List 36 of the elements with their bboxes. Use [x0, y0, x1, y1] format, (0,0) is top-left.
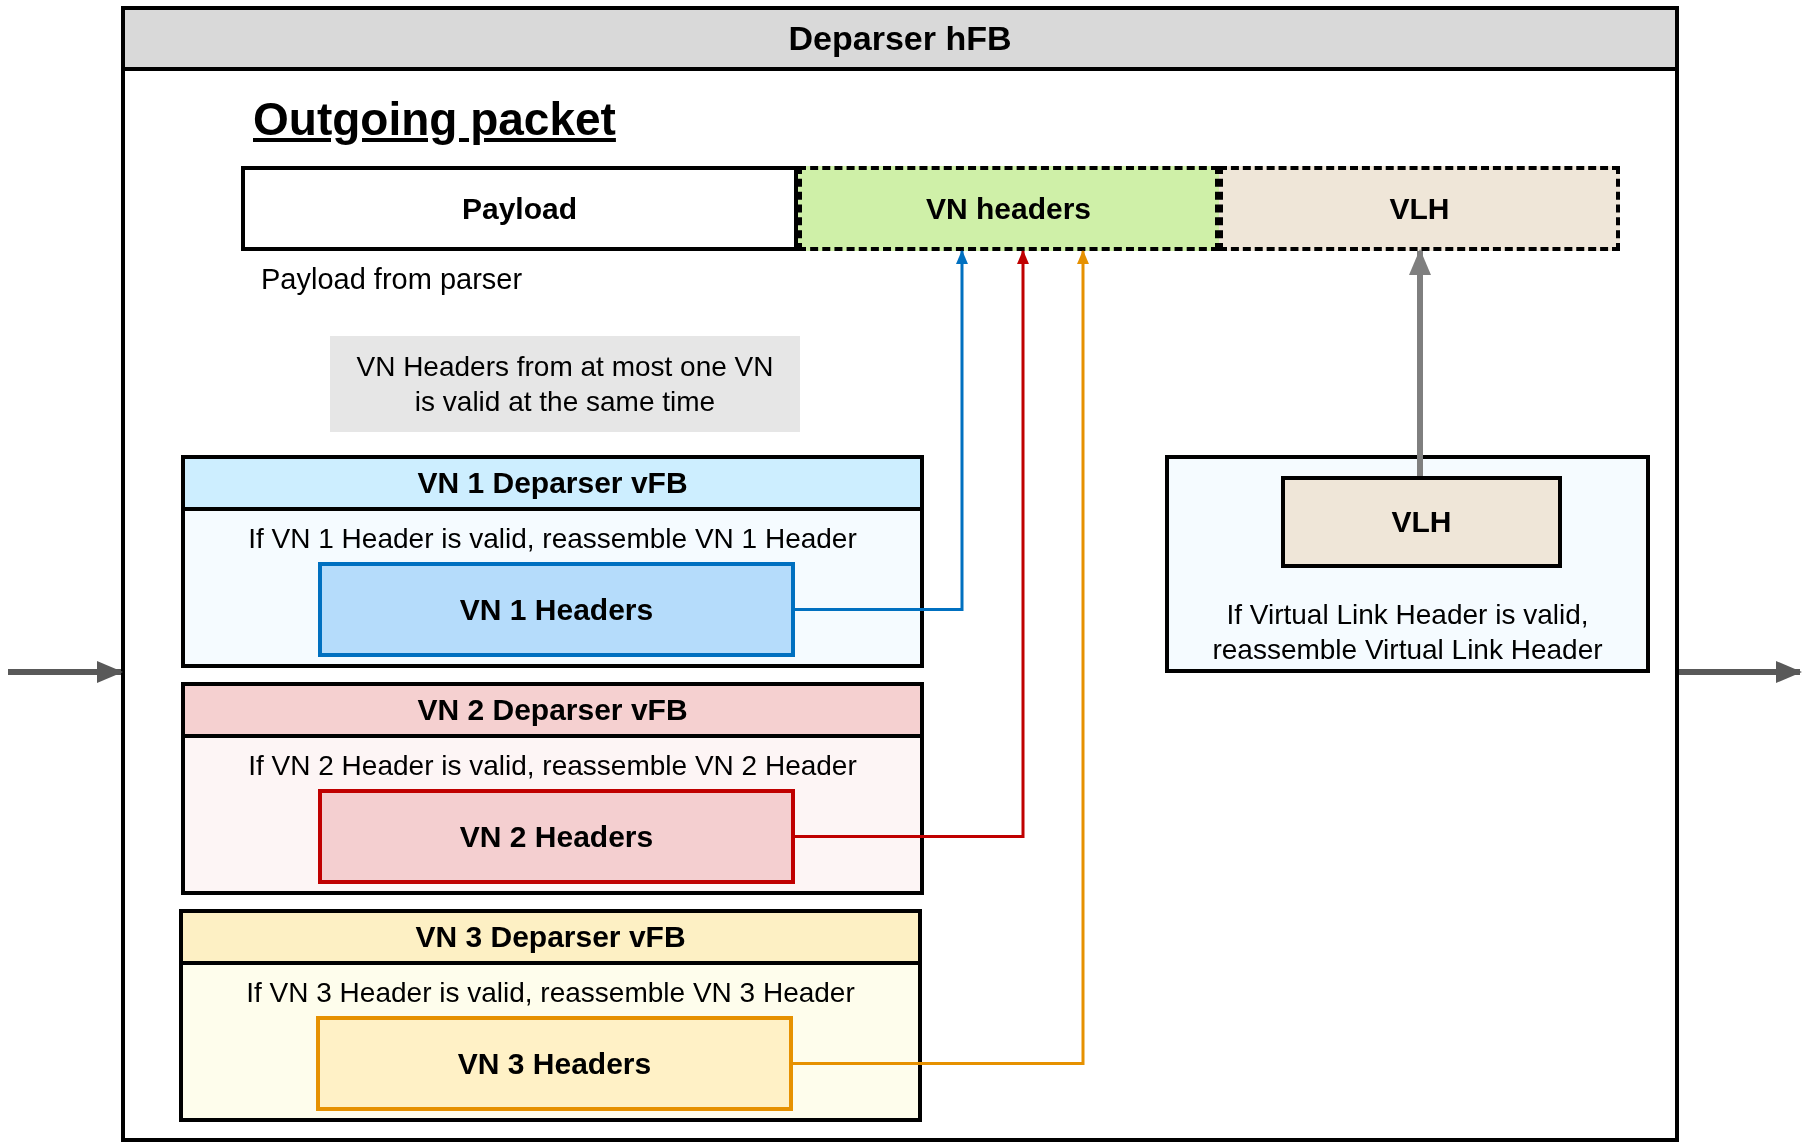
block-title: VN 1 Deparser vFB — [417, 466, 688, 500]
condition-text: If VN 1 Header is valid, reassemble VN 1 Header — [248, 522, 857, 556]
condition-text: If Virtual Link Header is valid, reassemble Virtual Link Header — [1212, 599, 1603, 665]
field-label: Payload — [461, 190, 578, 227]
caption-text: Payload from parser — [261, 263, 523, 296]
block-title: Deparser hFB — [788, 19, 1012, 58]
block-title: VN 2 Deparser vFB — [417, 693, 688, 727]
arrow — [795, 249, 969, 611]
packet-heading: Outgoing packet — [253, 92, 616, 146]
condition-text: If VN 2 Header is valid, reassemble VN 2 Header — [248, 749, 857, 783]
block-title: VN 3 Deparser vFB — [415, 920, 686, 954]
arrow — [795, 249, 1030, 838]
vfb-block — [181, 682, 924, 895]
note-box — [330, 336, 800, 432]
note-text: VN Headers from at most one VN is valid at the same time — [355, 350, 775, 419]
header-block — [316, 1016, 793, 1111]
packet-field — [241, 166, 798, 251]
header-block — [318, 562, 795, 657]
vfb-block — [1165, 455, 1650, 673]
condition-text: If VN 3 Header is valid, reassemble VN 3 Header — [246, 976, 855, 1010]
header-block — [1281, 476, 1562, 568]
arrow — [8, 661, 123, 683]
packet-field — [1219, 166, 1620, 251]
vfb-block — [181, 455, 924, 668]
arrow — [1679, 661, 1802, 683]
field-label: VN 1 Headers — [459, 591, 654, 628]
field-label: VN 2 Headers — [459, 818, 654, 855]
header-block — [318, 789, 795, 884]
field-label: VN 3 Headers — [457, 1045, 652, 1082]
arrow — [793, 249, 1090, 1065]
field-label: VLH — [1389, 190, 1450, 227]
vfb-block — [179, 909, 922, 1122]
hfb-block — [121, 6, 1679, 1142]
arrow — [1409, 249, 1431, 476]
field-label: VN headers — [925, 190, 1092, 227]
field-label: VLH — [1391, 504, 1452, 541]
